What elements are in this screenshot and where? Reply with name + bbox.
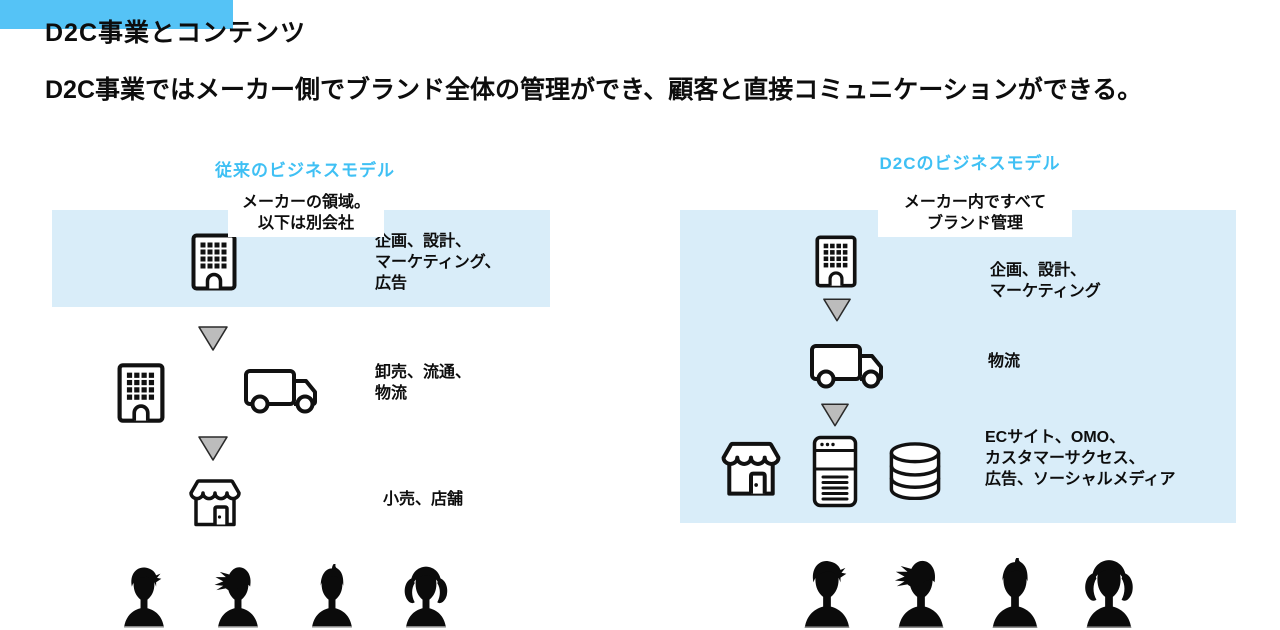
right-step2-label: 物流 xyxy=(988,351,1020,372)
office-building-icon xyxy=(117,361,165,425)
right-model-callout: メーカー内ですべて ブランド管理 xyxy=(878,190,1072,237)
right-callout-line1: メーカー内ですべて xyxy=(903,194,1047,211)
down-arrow-icon xyxy=(820,401,850,428)
left-callout-line1: メーカーの領域。 xyxy=(241,194,370,211)
person-silhouette-icon xyxy=(1080,558,1138,630)
left-model-heading: 従来のビジネスモデル xyxy=(215,161,395,180)
left-step3-label: 小売、店舗 xyxy=(383,489,463,510)
left-callout-line2: 以下は別会社 xyxy=(257,215,354,232)
down-arrow-icon xyxy=(822,296,852,323)
right-step1-label: 企画、設計、 マーケティング xyxy=(990,260,1101,302)
person-silhouette-icon xyxy=(118,564,170,630)
left-step3-line1: 小売、店舗 xyxy=(383,491,464,508)
left-step2-label: 卸売、流通、 物流 xyxy=(375,362,471,404)
person-silhouette-icon xyxy=(892,558,950,630)
right-callout-line2: ブランド管理 xyxy=(926,215,1023,232)
page-subtitle: D2C事業ではメーカー側でブランド全体の管理ができ、顧客と直接コミュニケーション… xyxy=(45,76,1143,104)
office-building-icon xyxy=(191,233,237,291)
web-server-icon xyxy=(812,435,858,508)
left-model-callout: メーカーの領域。 以下は別会社 xyxy=(228,190,384,237)
right-step3-line1: ECサイト、OMO、 xyxy=(985,429,1126,446)
left-customers-group xyxy=(118,564,452,630)
left-step2-line1: 卸売、流通、 xyxy=(375,364,472,381)
page-title: D2C事業とコンテンツ xyxy=(45,19,307,47)
down-arrow-icon xyxy=(197,324,229,352)
storefront-icon xyxy=(719,440,783,498)
right-step3-line3: 広告、ソーシャルメディア xyxy=(985,471,1176,488)
left-step2-line2: 物流 xyxy=(375,385,408,402)
left-step1-label: 企画、設計、 マーケティング、 広告 xyxy=(375,231,501,294)
right-step1-line2: マーケティング xyxy=(990,283,1101,300)
person-silhouette-icon xyxy=(212,564,264,630)
left-step1-line1: 企画、設計、 xyxy=(375,233,472,250)
down-arrow-icon xyxy=(197,434,229,462)
delivery-truck-icon xyxy=(243,366,323,414)
person-silhouette-icon xyxy=(306,564,358,630)
database-icon xyxy=(887,441,943,500)
person-silhouette-icon xyxy=(986,558,1044,630)
office-building-icon xyxy=(815,235,857,288)
right-step1-line1: 企画、設計、 xyxy=(990,262,1087,279)
person-silhouette-icon xyxy=(400,564,452,630)
title-accent-bar xyxy=(0,0,233,29)
right-step2-line1: 物流 xyxy=(988,353,1021,370)
right-customers-group xyxy=(798,558,1138,630)
storefront-icon xyxy=(187,478,243,528)
right-model-heading: D2Cのビジネスモデル xyxy=(879,154,1061,173)
delivery-truck-icon xyxy=(809,341,889,389)
person-silhouette-icon xyxy=(798,558,856,630)
right-step3-label: ECサイト、OMO、 カスタマーサクセス、 広告、ソーシャルメディア xyxy=(985,427,1176,490)
left-step1-line2: マーケティング、 xyxy=(375,254,501,271)
left-step1-line3: 広告 xyxy=(375,275,408,292)
right-step3-line2: カスタマーサクセス、 xyxy=(985,450,1145,467)
